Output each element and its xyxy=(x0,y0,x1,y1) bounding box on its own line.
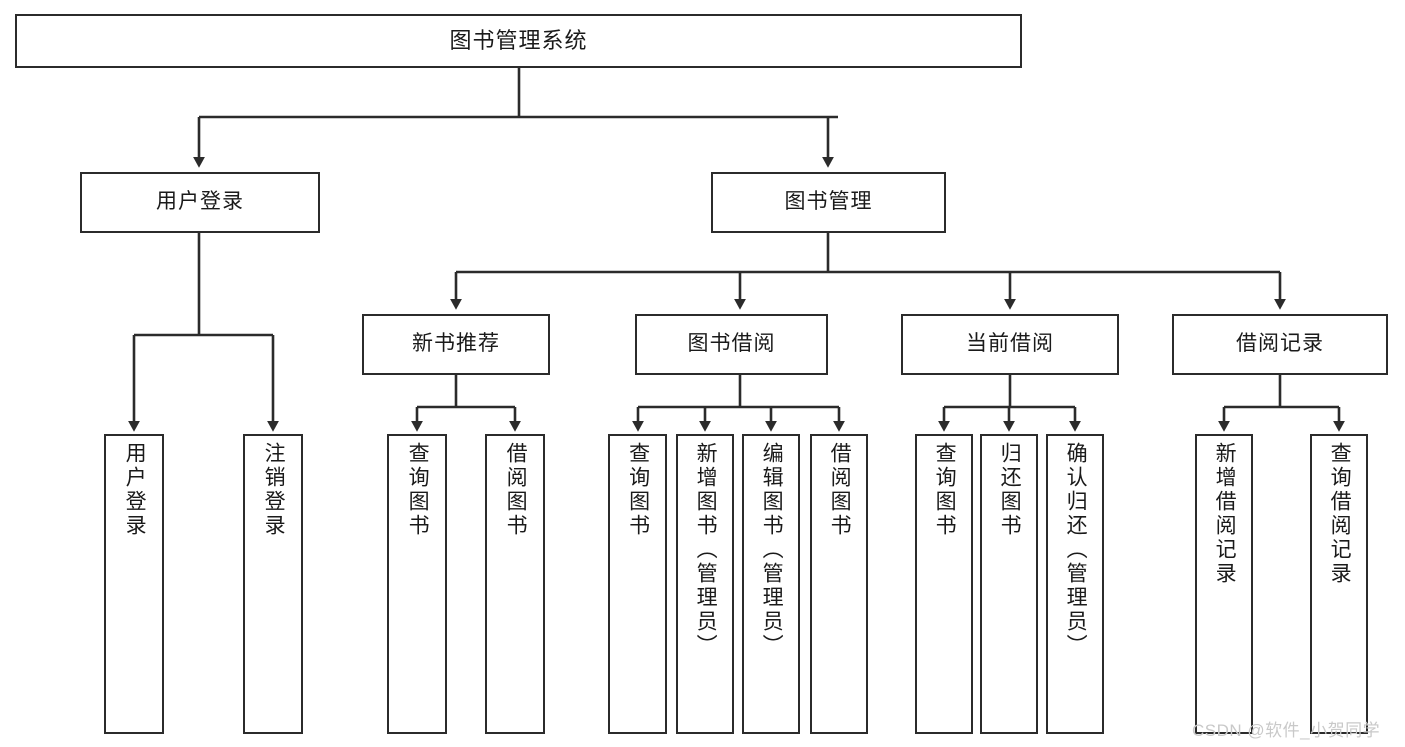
leaf-borrow-edit-book-admin[interactable]: 编辑图书（管理员） xyxy=(742,434,800,734)
node-new-book-recommend-label: 新书推荐 xyxy=(412,332,500,356)
leaf-borrow-add-book-admin[interactable]: 新增图书（管理员） xyxy=(676,434,734,734)
node-book-management-label: 图书管理 xyxy=(784,190,873,214)
leaf-user-login-signin[interactable]: 用户登录 xyxy=(104,434,164,734)
node-current-borrow-label: 当前借阅 xyxy=(966,332,1054,356)
watermark-csdn: CSDN @软件_小贺同学 xyxy=(1192,721,1381,740)
leaf-label: 查询图书 xyxy=(406,442,430,538)
leaf-label: 借阅图书 xyxy=(504,442,528,538)
leaf-label: 注销登录 xyxy=(262,442,286,538)
leaf-borrow-query-book[interactable]: 查询图书 xyxy=(608,434,667,734)
leaf-label: 编辑图书（管理员） xyxy=(760,442,784,658)
leaf-current-query-book[interactable]: 查询图书 xyxy=(915,434,973,734)
leaf-label: 确认归还（管理员） xyxy=(1064,442,1088,658)
node-book-management[interactable]: 图书管理 xyxy=(711,172,946,233)
leaf-label: 归还图书 xyxy=(998,442,1022,538)
leaf-record-add-record[interactable]: 新增借阅记录 xyxy=(1195,434,1253,734)
node-user-login[interactable]: 用户登录 xyxy=(80,172,320,233)
node-root-label: 图书管理系统 xyxy=(449,28,588,54)
leaf-record-query-record[interactable]: 查询借阅记录 xyxy=(1310,434,1368,734)
node-user-login-label: 用户登录 xyxy=(156,190,244,214)
node-current-borrow[interactable]: 当前借阅 xyxy=(901,314,1119,375)
node-book-borrow-label: 图书借阅 xyxy=(687,332,776,356)
leaf-current-confirm-return-admin[interactable]: 确认归还（管理员） xyxy=(1046,434,1104,734)
leaf-label: 查询图书 xyxy=(626,442,650,538)
leaf-label: 新增图书（管理员） xyxy=(694,442,718,658)
node-book-borrow[interactable]: 图书借阅 xyxy=(635,314,828,375)
leaf-label: 用户登录 xyxy=(123,442,147,538)
leaf-recommend-query-book[interactable]: 查询图书 xyxy=(387,434,447,734)
leaf-user-login-signout[interactable]: 注销登录 xyxy=(243,434,303,734)
leaf-label: 查询图书 xyxy=(933,442,957,538)
leaf-recommend-borrow-book[interactable]: 借阅图书 xyxy=(485,434,545,734)
node-root[interactable]: 图书管理系统 xyxy=(15,14,1022,68)
leaf-borrow-borrow-book[interactable]: 借阅图书 xyxy=(810,434,868,734)
leaf-label: 查询借阅记录 xyxy=(1328,442,1352,586)
node-borrow-record-label: 借阅记录 xyxy=(1236,332,1324,356)
leaf-label: 新增借阅记录 xyxy=(1213,442,1237,586)
leaf-current-return-book[interactable]: 归还图书 xyxy=(980,434,1038,734)
node-new-book-recommend[interactable]: 新书推荐 xyxy=(362,314,550,375)
leaf-label: 借阅图书 xyxy=(828,442,852,538)
node-borrow-record[interactable]: 借阅记录 xyxy=(1172,314,1388,375)
